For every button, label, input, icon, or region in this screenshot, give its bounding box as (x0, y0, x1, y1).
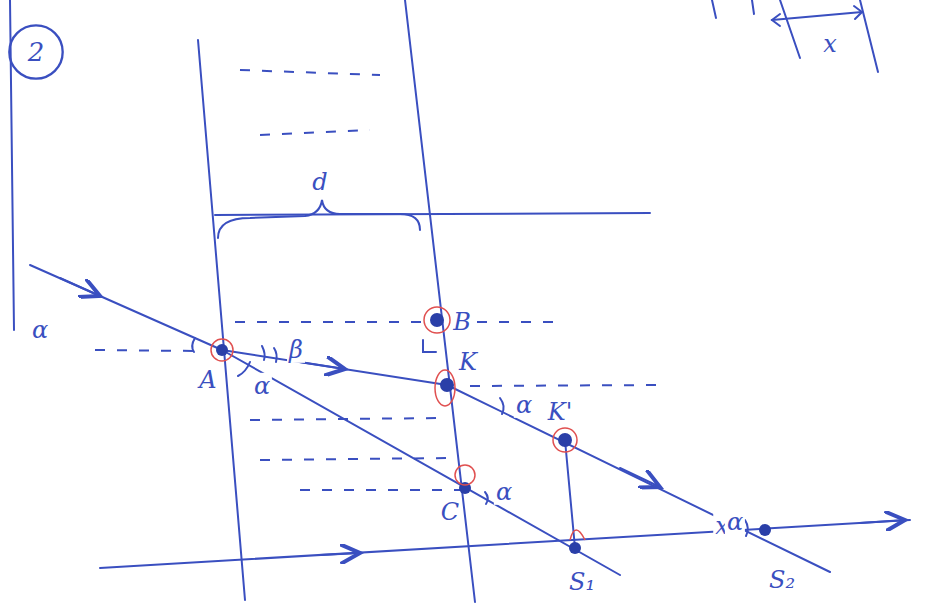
point-label: A (197, 367, 218, 393)
angle-label: α (30, 317, 50, 343)
number-text: 2 (28, 37, 45, 67)
angle-label: α (494, 479, 514, 505)
angle-label: β (287, 337, 305, 363)
dimension-label: d (310, 169, 329, 195)
point-label: S₁ (567, 569, 597, 595)
angle-label: α (252, 373, 272, 399)
dimension-label: x (821, 31, 839, 57)
point-label: B (451, 309, 473, 335)
angle-label: α (725, 509, 745, 535)
point-label: C (439, 499, 461, 525)
circled-number: 2 (7, 23, 65, 81)
point-label: S₂ (767, 567, 797, 593)
point-label: K' (546, 399, 575, 425)
angle-label: α (514, 392, 534, 418)
point-label: K (457, 349, 479, 375)
